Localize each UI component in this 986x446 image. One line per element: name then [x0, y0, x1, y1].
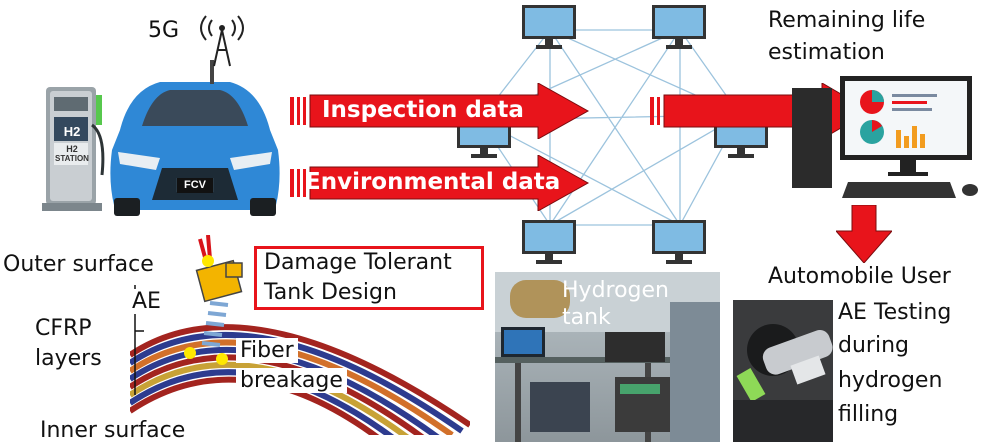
- remaining-life-label-2: estimation: [768, 40, 885, 65]
- station-sub-1: H2: [66, 144, 78, 154]
- down-arrow: [836, 205, 892, 263]
- computer-monitor-icon: [652, 5, 706, 49]
- cfrp-label-2: layers: [35, 346, 102, 371]
- outer-surface-label: Outer surface: [3, 252, 154, 277]
- hydrogen-tank-label-1: Hydrogen: [562, 278, 669, 303]
- ae-testing-label-2: during: [838, 333, 909, 358]
- fuel-cell-vehicle-icon: [110, 60, 280, 216]
- cfrp-label-1: CFRP: [35, 316, 92, 341]
- inner-surface-label: Inner surface: [40, 418, 186, 443]
- ae-testing-label-1: AE Testing: [838, 300, 952, 325]
- inspection-data-label: Inspection data: [322, 97, 524, 123]
- fiber-breakage-label-2: breakage: [236, 368, 347, 394]
- ae-label: AE: [132, 289, 161, 315]
- signal-label: 5G: [148, 18, 180, 43]
- computer-monitor-icon: [522, 5, 576, 49]
- remaining-life-label-1: Remaining life: [768, 8, 926, 33]
- damage-tolerant-label-2: Tank Design: [264, 280, 397, 305]
- computer-monitor-icon: [522, 220, 576, 264]
- fiber-breakage-label-1: Fiber: [236, 338, 298, 364]
- hydrogen-tank-label-2: tank: [562, 305, 611, 330]
- station-sign: H2: [63, 124, 81, 139]
- hydrogen-tank-photo: [495, 272, 720, 442]
- station-sub-2: STATION: [55, 154, 89, 163]
- desktop-pc-icon: [792, 76, 978, 198]
- environmental-arrow: [290, 155, 590, 211]
- antenna-icon: [200, 15, 244, 67]
- hydrogen-station-icon: [42, 87, 105, 211]
- inspection-arrow: [290, 83, 590, 139]
- damage-tolerant-label-1: Damage Tolerant: [264, 250, 452, 275]
- hydrogen-filling-photo: [733, 300, 833, 442]
- computer-monitor-icon: [652, 220, 706, 264]
- ae-testing-label-4: filling: [838, 402, 899, 427]
- automobile-user-label: Automobile User: [768, 264, 951, 289]
- fcv-badge: FCV: [177, 178, 213, 193]
- damage-tolerant-box: [254, 246, 484, 310]
- ae-testing-label-3: hydrogen: [838, 368, 943, 393]
- environmental-data-label: Environmental data: [305, 169, 561, 195]
